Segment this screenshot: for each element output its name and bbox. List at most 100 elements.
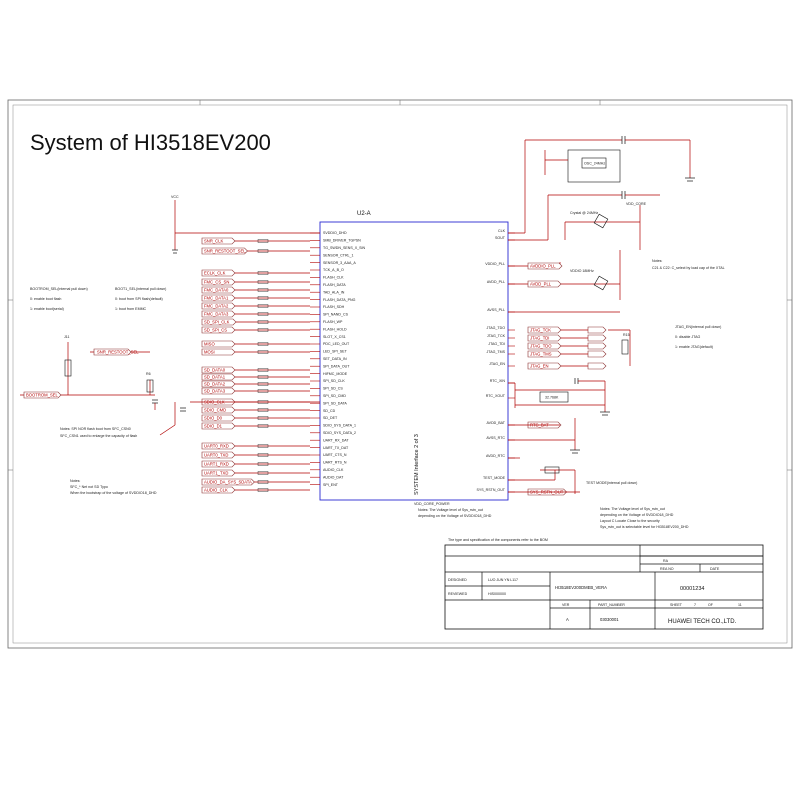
- soc-left-pin-label: TCK_A_B_O: [323, 268, 344, 272]
- soc-right-pin-label: VDDIO_PLL: [485, 262, 505, 266]
- boot-notes: BOOTROM_SEL(internal pull down) 0: enabl…: [30, 287, 166, 311]
- right-note-1: Notes: The Voltage level of Sys_rstn_out: [600, 507, 665, 511]
- net-label: SD_DATA2: [204, 382, 226, 387]
- net-flag: [201, 269, 236, 277]
- spi-notes: Notes: SPI NOR flash boot from SFC_CSN0 …: [60, 427, 157, 495]
- right-note-4: Sys_rstn_out is selectable level for HI3…: [600, 525, 689, 529]
- soc-left-pin-label: SET_DATA_IN: [323, 357, 347, 361]
- right-note-3: Layout C Locate Close to the security: [600, 519, 660, 523]
- boot1-title: BOOT1_SEL(internal pull down): [115, 287, 166, 291]
- series-resistor: [257, 462, 269, 466]
- soc-left-pin-label: SPI_SD_CS: [323, 387, 343, 391]
- net-flag: [201, 478, 255, 486]
- tb-date: DATE: [710, 567, 720, 571]
- soc-left-pin-label: UART_TX_DAT: [323, 446, 349, 450]
- title-block: The type and specification of the compon…: [444, 538, 764, 630]
- tb-sheet-no: 7: [694, 603, 696, 607]
- net-flag: [201, 486, 236, 494]
- sheet-title: System of HI3518EV200: [30, 130, 271, 155]
- soc-right-pin-label: JTAG_TCK: [487, 334, 506, 338]
- bottom-note-3: When the bootstrap of the voltage of SVD…: [70, 491, 157, 495]
- test-mode-section: TEST MODE(internal pull down) VDD_CORE_P…: [414, 466, 689, 529]
- tb-doc-num: 00001234: [680, 586, 704, 592]
- net-flag: [201, 469, 236, 477]
- power-note-1: VDD_CORE_POWER: [414, 502, 450, 506]
- net-label: MOSI: [204, 350, 215, 355]
- soc-left-pin-label: FLASH_HOLD: [323, 327, 347, 331]
- net-label: AUDIO_CLK: [204, 488, 228, 493]
- series-resistor: [257, 271, 269, 275]
- sheet-border: [7, 99, 793, 649]
- jtag-port: [587, 334, 607, 342]
- net-label: FMC_DATA0: [204, 288, 229, 293]
- boot-strap-resistors: SNR_RESTOOT_SEL BOOTROM_SEL J11 R6: [20, 335, 155, 399]
- tb-designed-by: LUO JUN YN L117: [488, 578, 518, 582]
- tb-sheet-label: SHEET: [670, 603, 683, 607]
- series-resistor: [257, 416, 269, 420]
- tb-company: HUAWEI TECH CO.,LTD.: [668, 619, 737, 625]
- net-flag: [201, 406, 236, 414]
- soc-right-pin-label: JTAG_TMS: [486, 350, 505, 354]
- net-flag: [527, 326, 562, 334]
- series-resistor: [257, 296, 269, 300]
- soc-left-pin-label: SDIO_SYS_DATA_1: [323, 424, 356, 428]
- soc-left-pin-label: FLASH_SDH: [323, 305, 345, 309]
- series-resistor: [257, 408, 269, 412]
- soc-right-pin-label: SOUT: [495, 236, 506, 240]
- rtc-section: 32.768K: [508, 378, 610, 459]
- net-label: JTAG_EN: [530, 364, 549, 369]
- crystal-label: Crystal @ 24MHz: [570, 211, 598, 215]
- soc-right-pin-label: CLK: [498, 229, 506, 233]
- series-resistor: [257, 375, 269, 379]
- net-label: SDIO_CMD: [204, 408, 226, 413]
- net-label: SDIO_D0: [204, 416, 223, 421]
- net-label: MISO: [204, 342, 215, 347]
- tb-designed-label: DESIGNED: [448, 578, 467, 582]
- net-flag: [201, 237, 236, 245]
- series-resistor: [257, 389, 269, 393]
- jtag-port: [587, 362, 607, 370]
- net-label: ECLK_CLK: [204, 271, 226, 276]
- net-label: SD_SPI_CS: [204, 328, 227, 333]
- net-flag: [201, 442, 236, 450]
- series-resistor: [257, 328, 269, 332]
- soc-side-label: SYSTEM Interface 2 of 3: [414, 434, 420, 495]
- soc-right-pin-label: AVDD_PLL: [487, 280, 505, 284]
- series-resistor: [257, 342, 269, 346]
- soc-right-pin-label: RTC_XOUT: [486, 394, 506, 398]
- series-resistor: [257, 382, 269, 386]
- soc-left-pin-label: TG_SWDN_SENS_X_SIN: [323, 246, 366, 250]
- net-label: SD_DATA3: [204, 389, 226, 394]
- soc-symbol: U2-A SYSTEM Interface 2 of 3 SVDDIO_DHDS…: [310, 211, 515, 501]
- net-label: JTAG_TDI: [530, 336, 549, 341]
- net-label: SD_SPI_CLK: [204, 320, 230, 325]
- svg-text:VDD_CORE: VDD_CORE: [626, 202, 647, 206]
- net-label: FMC_DATA3: [204, 312, 229, 317]
- net-flag: [201, 373, 236, 381]
- left-wiring: VCC SNR_CLKSNR_RESTOOT_SELECLK_CLKFMC_CS…: [152, 195, 320, 494]
- boot-sel-1: 1: enable boot(serial): [30, 307, 64, 311]
- jtag-port: [587, 342, 607, 350]
- net-label: UART1_TXD: [204, 471, 228, 476]
- soc-right-pin-label: JTAG_TDI: [488, 342, 505, 346]
- soc-left-pin-label: SVDDIO_DHD: [323, 231, 347, 235]
- soc-left-pin-label: SPI_NAND_CS: [323, 313, 349, 317]
- soc-left-pin-label: SLOT_X_CS1: [323, 335, 346, 339]
- net-flag: [201, 366, 236, 374]
- jtag-0: 0: disable JTAG: [675, 335, 701, 339]
- net-label: SNR_RESTOOT_SEL: [204, 249, 246, 254]
- tb-reviewed-by: HIS000000: [488, 592, 506, 596]
- net-label: FMC_DATA1: [204, 296, 229, 301]
- tb-sheet-total: 11: [738, 603, 742, 607]
- soc-left-pin-label: PDC_LED_OUT: [323, 342, 350, 346]
- soc-right-pin-label: SYS_RSTN_OUT: [476, 488, 505, 492]
- soc-left-pin-label: TAD_ALA_IN: [323, 290, 345, 294]
- soc-left-pin-label: SPI_SD_DATA: [323, 401, 347, 405]
- jtag-1: 1: enable JTAG(default): [675, 345, 713, 349]
- jtag-port: [587, 326, 607, 334]
- net-flag: [201, 380, 236, 388]
- soc-left-pin-label: SD_CD: [323, 409, 336, 413]
- tb-part: 03030001: [600, 617, 619, 622]
- soc-left-pin-label: SPI_SD_CMD: [323, 394, 346, 398]
- soc-left-pin-label: UART_RX_DAT: [323, 438, 349, 442]
